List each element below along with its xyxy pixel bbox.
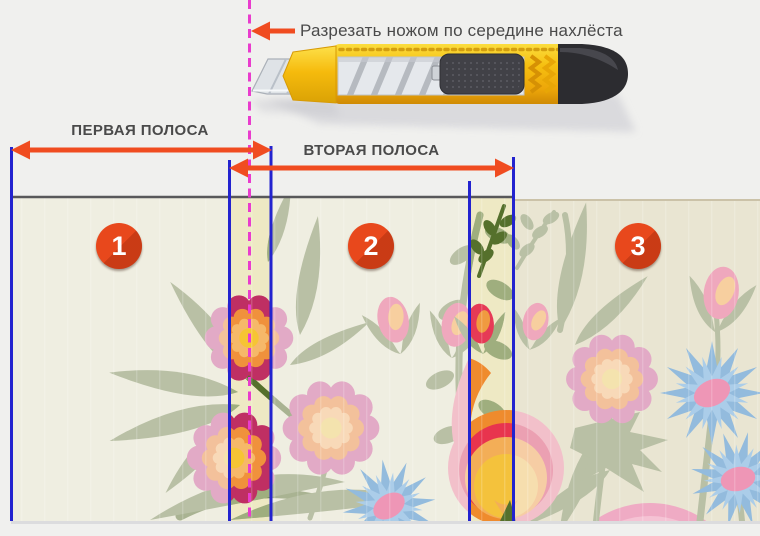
strip-number-badge-3: 3 [615, 223, 661, 269]
utility-knife-illustration [251, 44, 628, 104]
strip-number-3: 3 [630, 230, 646, 261]
knife-grip-teeth [527, 54, 557, 94]
first-strip-arrow [11, 140, 272, 160]
knife-slider-button [439, 53, 525, 95]
second-strip-arrow [229, 158, 514, 178]
measure-arrows [11, 21, 514, 178]
first-strip-label: ПЕРВАЯ ПОЛОСА [71, 122, 209, 139]
strip-edge-guide-lines [10, 146, 515, 521]
wallpaper-pinstripes [11, 197, 760, 521]
strip-number-2: 2 [363, 230, 379, 261]
cut-instruction-label: Разрезать ножом по середине нахлёста [300, 21, 623, 40]
strip-number-1: 1 [111, 230, 127, 261]
strip-number-badge-1: 1 [96, 223, 142, 269]
second-strip-label: ВТОРАЯ ПОЛОСА [303, 142, 440, 159]
strip-number-badge-2: 2 [348, 223, 394, 269]
cut-pointer-arrow [251, 21, 295, 41]
knife-end-cap [558, 44, 628, 104]
knife-handle [282, 44, 628, 104]
